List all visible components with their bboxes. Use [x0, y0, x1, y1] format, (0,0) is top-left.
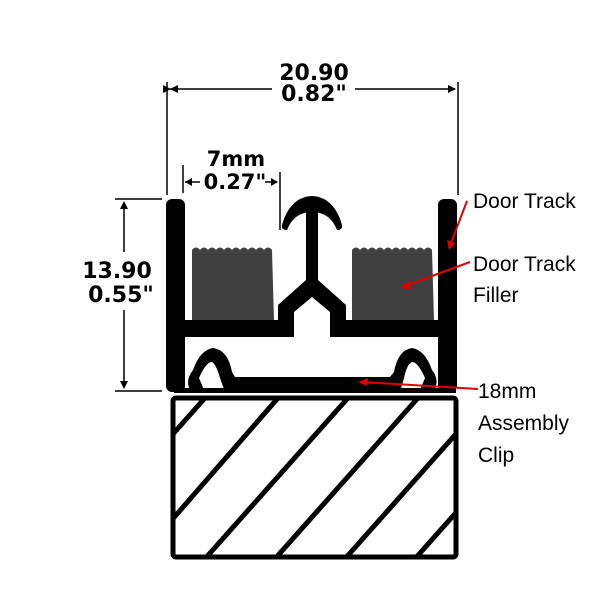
gap-mm-label: 7mm — [207, 147, 265, 171]
door-track-profile — [166, 196, 457, 392]
filler-label-line1: Door Track — [473, 253, 576, 276]
door-track-arrow — [448, 200, 468, 249]
height-inch-label: 0.55" — [88, 283, 154, 308]
callout-labels: Door Track Door Track Filler 18mm Assemb… — [473, 190, 576, 467]
clip-arrow — [361, 381, 479, 390]
callout-arrows — [358, 200, 479, 390]
width-mm-label: 20.90 — [279, 61, 349, 86]
door-track-label: Door Track — [473, 190, 576, 213]
width-inch-label: 0.82" — [281, 82, 347, 107]
filler-arrow — [401, 261, 471, 288]
gap-dimension: 7mm 0.27" — [182, 147, 281, 230]
height-mm-label: 13.90 — [82, 259, 152, 284]
filler-label-line2: Filler — [473, 284, 519, 307]
clip-label-line3: Clip — [478, 444, 514, 467]
height-dimension: 13.90 0.55" — [82, 198, 162, 392]
width-dimension: 20.90 0.82" — [163, 61, 459, 195]
gap-inch-label: 0.27" — [204, 170, 267, 194]
door-track-fillers — [192, 247, 434, 320]
hatched-base — [170, 395, 459, 560]
assembly-clip — [174, 348, 456, 393]
clip-label-line1: 18mm — [478, 380, 536, 403]
clip-label-line2: Assembly — [478, 412, 570, 435]
